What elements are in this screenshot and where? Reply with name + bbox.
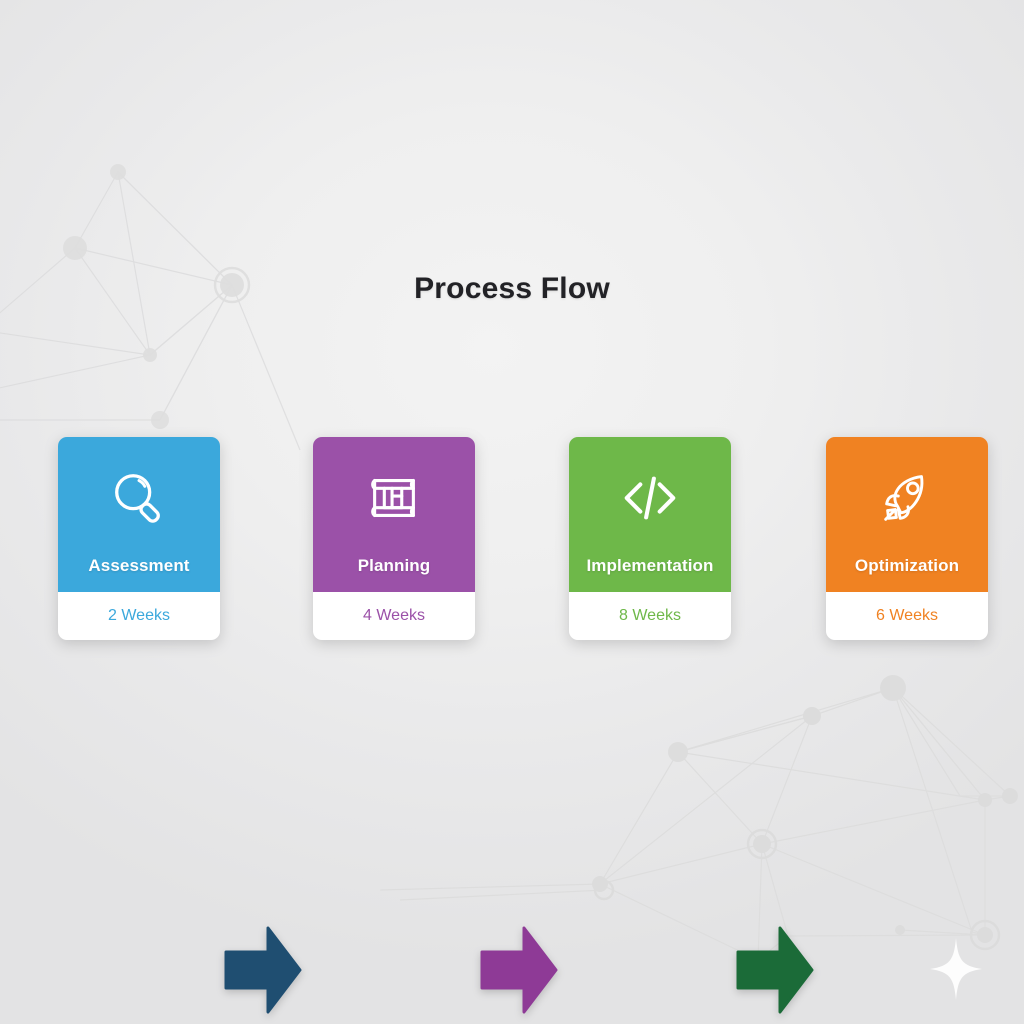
step-card-assessment[interactable]: Assessment 2 Weeks — [58, 437, 220, 640]
page-title: Process Flow — [414, 272, 610, 305]
step-label: Optimization — [854, 556, 960, 575]
step-card-body: Assessment — [58, 437, 220, 592]
step-duration-footer: 4 Weeks — [313, 592, 475, 640]
step-duration-footer: 2 Weeks — [58, 592, 220, 640]
step-duration: 6 Weeks — [876, 607, 938, 624]
step-card-body: Implementation — [569, 437, 731, 592]
step-card-optimization[interactable]: Optimization 6 Weeks — [826, 437, 988, 640]
flow-steps-row: Assessment 2 Weeks Planning 4 Week — [0, 430, 1024, 1014]
four-point-sparkle-icon — [930, 938, 982, 1000]
step-duration: 2 Weeks — [108, 607, 170, 624]
step-card-body: Optimization — [826, 437, 988, 592]
blueprint-icon — [371, 479, 415, 517]
step-duration: 8 Weeks — [619, 607, 681, 624]
arrow-implementation-to-optimization — [736, 926, 814, 1014]
step-duration: 4 Weeks — [363, 607, 425, 624]
step-card-planning[interactable]: Planning 4 Weeks — [313, 437, 475, 640]
code-brackets-icon — [624, 476, 676, 520]
step-label: Implementation — [586, 556, 714, 575]
step-duration-footer: 8 Weeks — [569, 592, 731, 640]
magnifier-icon — [115, 474, 160, 523]
step-label: Planning — [357, 556, 431, 575]
arrow-planning-to-implementation — [480, 926, 558, 1014]
step-card-body: Planning — [313, 437, 475, 592]
arrow-assessment-to-planning — [224, 926, 302, 1014]
step-duration-footer: 6 Weeks — [826, 592, 988, 640]
step-label: Assessment — [88, 556, 190, 575]
rocket-icon — [884, 475, 924, 521]
step-card-implementation[interactable]: Implementation 8 Weeks — [569, 437, 731, 640]
